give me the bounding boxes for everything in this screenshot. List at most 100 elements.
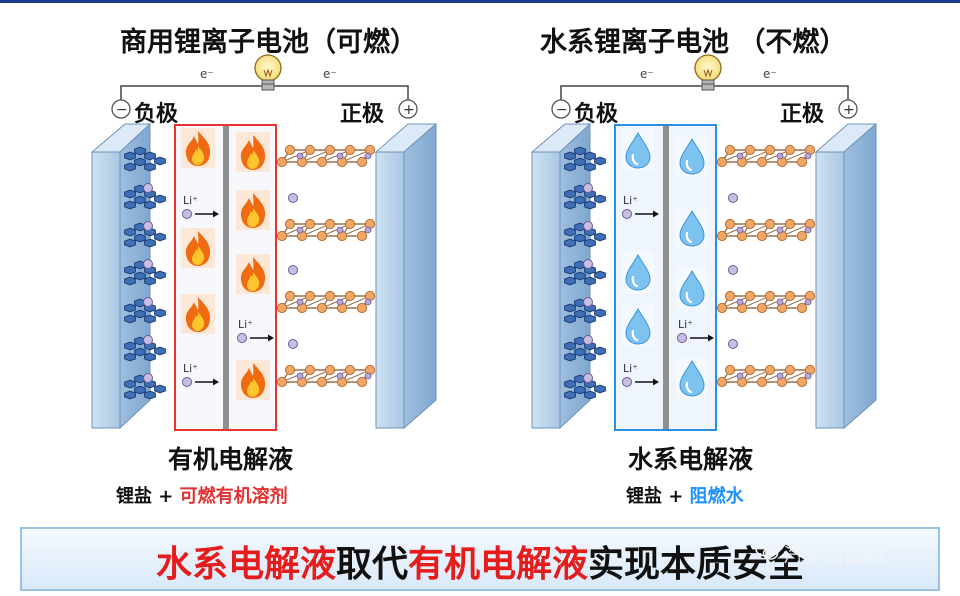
graphite-layer	[564, 260, 606, 286]
left-battery-diagram: −+e⁻e⁻Li⁺Li⁺Li⁺	[90, 54, 438, 431]
banner-replace: 取代	[335, 544, 408, 585]
cathode-lattice	[716, 144, 816, 168]
arrow-head	[653, 378, 659, 386]
graphite-layer	[564, 222, 606, 248]
fire-icon	[236, 190, 270, 230]
left-electrolyte-composition: 锂盐 + 可燃有机溶剂	[116, 482, 288, 508]
cathode-lattice	[716, 218, 816, 242]
left-negative-label: 负极	[134, 102, 179, 127]
lithium-ion-migration: Li⁺	[182, 194, 219, 219]
lithium-ion	[182, 209, 192, 219]
wechat-icon	[755, 541, 779, 560]
lithium-ion-migration: Li⁺	[622, 362, 659, 387]
electron-label: e⁻	[640, 67, 654, 81]
minus-sign: −	[556, 102, 568, 118]
right-battery-diagram: −+e⁻e⁻Li⁺Li⁺Li⁺	[530, 54, 878, 431]
water-drop-icon	[622, 251, 654, 293]
lithium-ion	[728, 265, 738, 275]
lithium-ion-label: Li⁺	[183, 362, 198, 375]
cathode-lattice	[276, 364, 376, 388]
lithium-ion-label: Li⁺	[623, 362, 638, 375]
arrow-head	[213, 210, 219, 218]
banner-highlight-water: 水系电解液	[155, 544, 336, 585]
lithium-ion	[583, 335, 593, 345]
summary-banner: 水系电解液取代有机电解液实现本质安全	[20, 527, 940, 591]
water-drop-icon	[676, 135, 708, 177]
lithium-ion	[622, 209, 632, 219]
water-drop-icon	[676, 357, 708, 399]
graphite-layer	[124, 146, 166, 172]
lithium-ion	[143, 335, 153, 345]
arrow-head	[213, 378, 219, 386]
left-electrolyte-caption: 有机电解液	[168, 445, 294, 474]
electron-label: e⁻	[323, 67, 337, 81]
lithium-ion	[288, 193, 298, 203]
graphite-layer	[564, 336, 606, 362]
lithium-ion	[583, 297, 593, 307]
left-solvent-text: 可燃有机溶剂	[179, 486, 288, 507]
water-drop-icon	[676, 267, 708, 309]
lithium-ion	[143, 259, 153, 269]
cathode-lattice	[716, 364, 816, 388]
positive-terminal: +	[838, 99, 858, 119]
left-salt-text: 锂盐 +	[116, 486, 174, 507]
top-border-line	[0, 0, 960, 3]
lithium-ion	[728, 193, 738, 203]
graphite-layer	[564, 374, 606, 400]
water-drop-icon	[622, 129, 654, 171]
negative-terminal: −	[111, 99, 131, 119]
arrow-head	[653, 210, 659, 218]
lithium-ion-label: Li⁺	[238, 318, 253, 331]
positive-terminal: +	[398, 99, 418, 119]
right-positive-label: 正极	[780, 102, 825, 127]
banner-highlight-organic: 有机电解液	[408, 544, 589, 585]
graphite-layer	[564, 146, 606, 172]
plus-sign: +	[403, 102, 415, 118]
plus-sign: +	[843, 102, 855, 118]
lithium-ion	[728, 339, 738, 349]
left-battery-title: 商用锂离子电池（可燃）	[120, 27, 417, 58]
lithium-ion-label: Li⁺	[183, 194, 198, 207]
left-positive-label: 正极	[340, 102, 385, 127]
minus-sign: −	[116, 102, 128, 118]
lithium-ion	[583, 183, 593, 193]
lithium-ion	[583, 221, 593, 231]
graphite-layer	[124, 374, 166, 400]
light-bulb-icon	[694, 54, 722, 91]
graphite-layer	[124, 298, 166, 324]
water-drop-icon	[676, 207, 708, 249]
positive-current-collector	[814, 122, 878, 430]
cathode-lattice	[716, 290, 816, 314]
lithium-ion-label: Li⁺	[623, 194, 638, 207]
light-bulb-icon	[254, 54, 282, 91]
graphite-layer	[124, 222, 166, 248]
fire-icon	[236, 360, 270, 400]
cathode-lattice	[276, 290, 376, 314]
lithium-ion	[143, 183, 153, 193]
lithium-ion	[143, 373, 153, 383]
right-electrolyte-composition: 锂盐 + 阻燃水	[626, 482, 744, 508]
cathode-lattice	[276, 218, 376, 242]
right-electrolyte-caption: 水系电解液	[628, 445, 754, 474]
lithium-ion	[583, 259, 593, 269]
lithium-ion-label: Li⁺	[678, 318, 693, 331]
fire-icon	[236, 254, 270, 294]
watermark-text: 汽车测试网	[783, 543, 883, 567]
lithium-ion	[583, 373, 593, 383]
separator	[223, 126, 229, 429]
fire-icon	[181, 228, 215, 268]
arrow-head	[268, 334, 274, 342]
lithium-ion	[182, 377, 192, 387]
banner-text: 水系电解液取代有机电解液实现本质安全	[22, 535, 938, 587]
water-drop-icon	[622, 305, 654, 347]
cathode-lattice	[276, 144, 376, 168]
lithium-ion	[143, 221, 153, 231]
lithium-ion	[237, 333, 247, 343]
lithium-ion	[622, 377, 632, 387]
lithium-ion-migration: Li⁺	[182, 362, 219, 387]
battery-diagram: −+e⁻e⁻Li⁺Li⁺Li⁺ −+e⁻e⁻Li⁺Li⁺Li⁺	[90, 54, 878, 431]
right-salt-text: 锂盐 +	[626, 486, 684, 507]
negative-terminal: −	[551, 99, 571, 119]
fire-icon	[236, 132, 270, 172]
lithium-ion-migration: Li⁺	[237, 318, 274, 343]
